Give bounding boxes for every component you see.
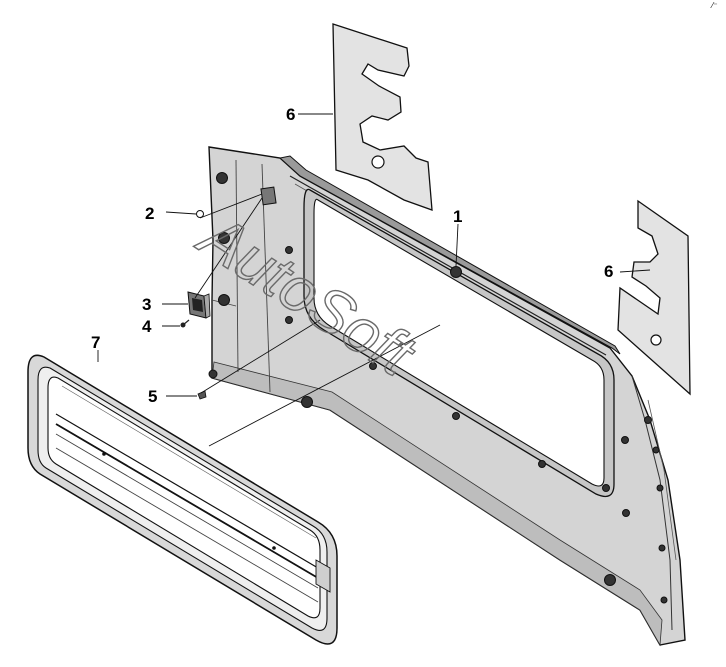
part-6-upper-pad: [332, 23, 433, 211]
callout-6-upper: 6: [286, 105, 295, 124]
part-7-window-frame: [27, 354, 338, 645]
corner-mark: ⁄⁻: [710, 1, 718, 10]
leader-lines: [97, 113, 651, 447]
part-3-bracket: [187, 291, 211, 319]
callout-7: 7: [91, 333, 100, 352]
callout-5: 5: [148, 387, 157, 406]
callout-1: 1: [453, 207, 462, 226]
callout-4: 4: [142, 317, 152, 336]
part-2-cap: [196, 210, 204, 218]
callout-3: 3: [142, 295, 151, 314]
part-1-side-trim-panel: [208, 146, 686, 647]
callout-2: 2: [145, 204, 154, 223]
part-4-screw: [180, 319, 190, 328]
callout-6-right: 6: [604, 262, 613, 281]
part-6-right-pad: [617, 199, 691, 396]
